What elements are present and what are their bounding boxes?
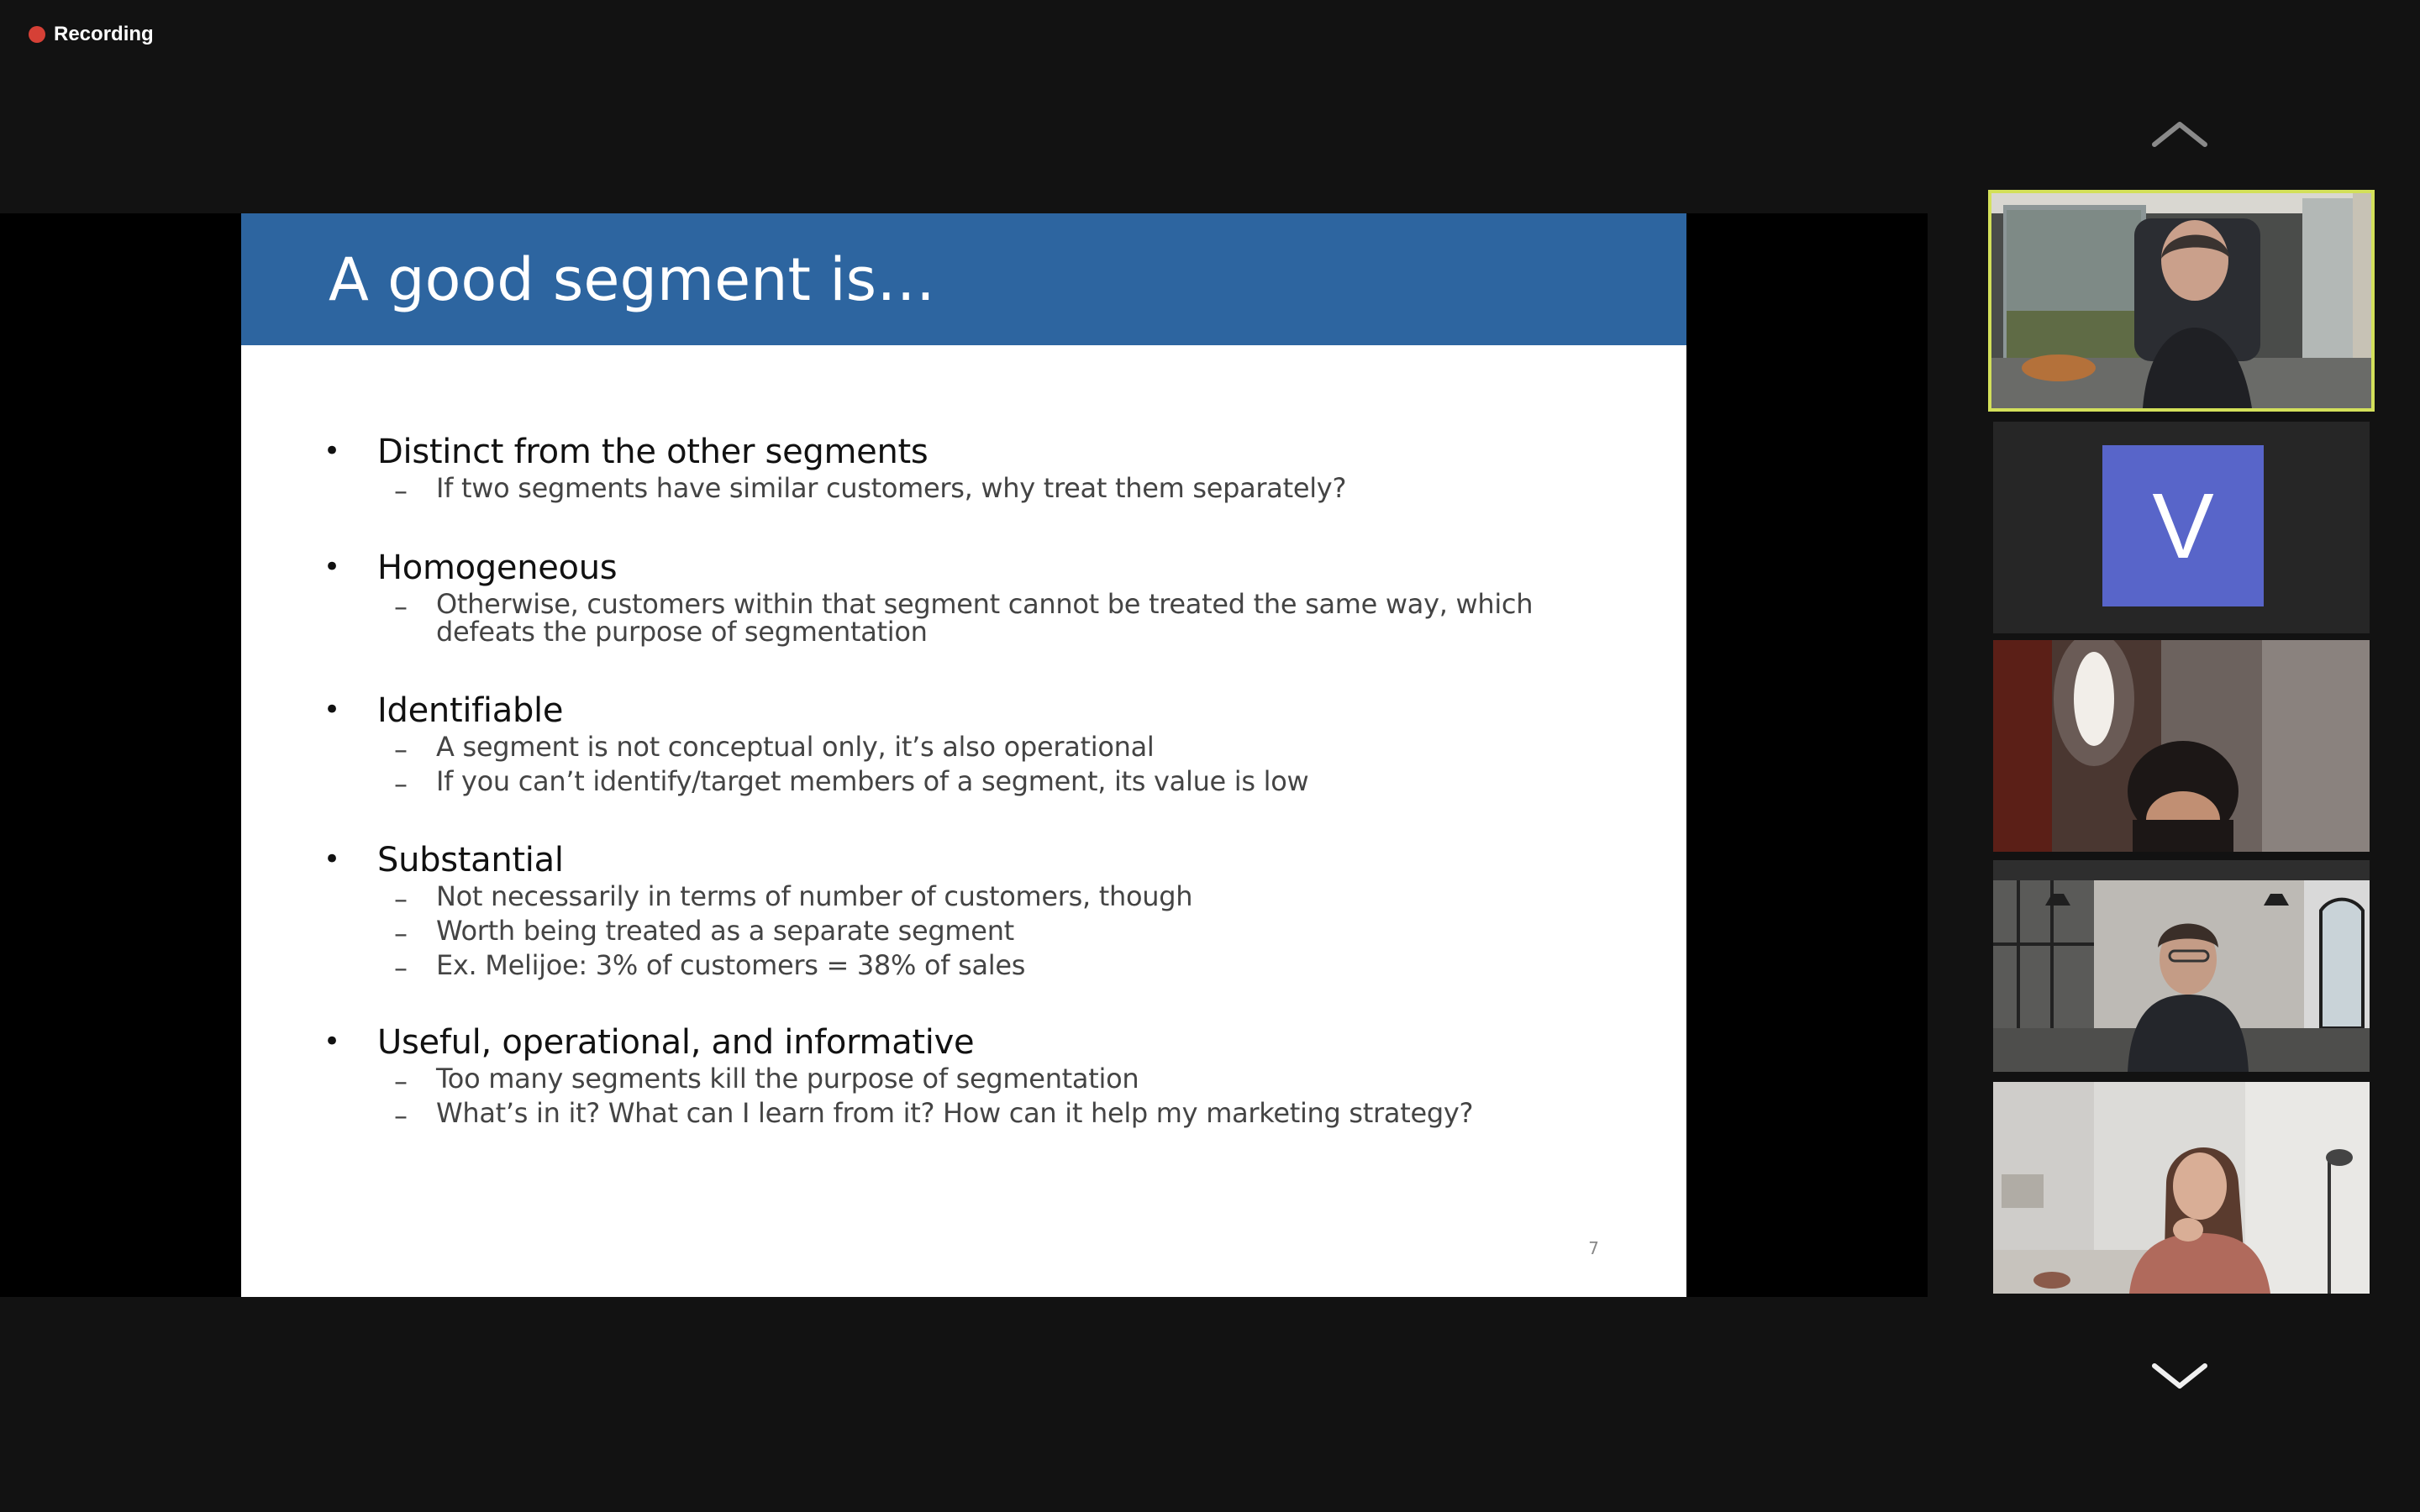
bullet-dot: • [324,434,341,468]
recording-indicator[interactable]: Recording [29,22,154,47]
sub-dash: – [394,591,408,622]
sub-dash: – [394,952,408,984]
sub-bullet: If two segments have similar customers, … [436,472,1347,504]
bullet-heading: Identifiable [377,691,564,730]
participant-video-3[interactable] [1993,640,2370,852]
sub-bullet: Ex. Melijoe: 3% of customers = 38% of sa… [436,949,1026,981]
participant-video-2[interactable]: V [1993,422,2370,633]
participant-video-1[interactable] [1988,190,2375,412]
participant-video-4-frame [1993,860,2370,1072]
sub-bullet: Too many segments kill the purpose of se… [436,1063,1139,1095]
bullet-dot: • [324,550,341,584]
sub-dash: – [394,1065,408,1097]
bullet-heading: Useful, operational, and informative [377,1023,975,1062]
bullet-heading: Homogeneous [377,549,618,587]
sub-dash: – [394,768,408,800]
sub-dash: – [394,917,408,949]
sub-dash: – [394,733,408,765]
bullet-dot: • [324,693,341,727]
sub-bullet: Not necessarily in terms of number of cu… [436,880,1193,912]
bullet-dot: • [324,1025,341,1058]
participant-video-5-frame [1993,1082,2370,1294]
bullet-heading: Substantial [377,841,564,879]
sub-bullet: Worth being treated as a separate segmen… [436,915,1014,947]
sub-dash: – [394,883,408,915]
participant-video-3-frame [1993,640,2370,852]
presentation-slide: A good segment is… • Distinct from the o… [241,213,1686,1297]
recording-label: Recording [54,23,154,45]
recording-dot-icon [29,26,45,43]
sub-dash: – [394,1100,408,1131]
sub-bullet: What’s in it? What can I learn from it? … [436,1097,1474,1129]
sub-bullet: A segment is not conceptual only, it’s a… [436,731,1155,763]
participant-video-1-frame [1991,193,2371,408]
slide-page-number: 7 [1588,1238,1599,1258]
participant-video-4[interactable] [1993,860,2370,1072]
participant-avatar-initial: V [2152,474,2214,578]
chevron-up-icon[interactable] [2149,118,2210,151]
shared-screen: A good segment is… • Distinct from the o… [0,213,1928,1297]
slide-header: A good segment is… [241,213,1686,345]
slide-title: A good segment is… [329,245,936,314]
bullet-dot: • [324,843,341,876]
bullet-heading: Distinct from the other segments [377,433,929,471]
chevron-down-icon[interactable] [2149,1359,2210,1393]
participant-video-5[interactable] [1993,1082,2370,1294]
sub-dash: – [394,475,408,507]
participant-avatar: V [2102,445,2264,606]
sub-bullet: Otherwise, customers within that segment… [436,588,1534,648]
sub-bullet: If you can’t identify/target members of … [436,765,1309,797]
